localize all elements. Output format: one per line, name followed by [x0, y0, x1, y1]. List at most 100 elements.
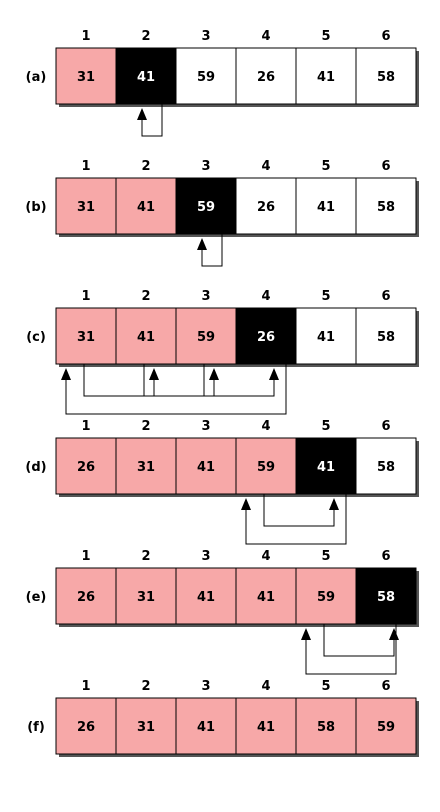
array-cell-unsorted: [355, 47, 417, 105]
index-label: 2: [141, 289, 150, 304]
index-label: 5: [321, 289, 330, 304]
index-label: 1: [81, 549, 90, 564]
arrowhead-icon: [269, 368, 279, 380]
array-cell-value: 59: [377, 720, 395, 735]
index-label: 2: [141, 419, 150, 434]
arrowhead-icon: [389, 628, 399, 640]
array-cell-unsorted: [355, 177, 417, 235]
array-cell-value: 41: [317, 70, 335, 85]
array-cell-value: 26: [77, 720, 95, 735]
array-cell-unsorted: [355, 437, 417, 495]
array-cell-value: 31: [77, 70, 95, 85]
array-cell-sorted: [175, 307, 237, 365]
array-cell-value: 31: [77, 330, 95, 345]
array-cell-value: 26: [77, 590, 95, 605]
index-label: 6: [381, 289, 390, 304]
index-label: 5: [321, 549, 330, 564]
index-label: 2: [141, 549, 150, 564]
step-label: (c): [26, 330, 46, 345]
array-cell-sorted: [355, 697, 417, 755]
index-label: 1: [81, 679, 90, 694]
step-label: (d): [25, 460, 46, 475]
array-cell-sorted: [295, 567, 357, 625]
index-label: 4: [261, 549, 270, 564]
index-label: 3: [201, 29, 210, 44]
index-label: 6: [381, 419, 390, 434]
array-cell-unsorted: [295, 47, 357, 105]
index-label: 3: [201, 419, 210, 434]
index-label: 4: [261, 159, 270, 174]
array-cell-sorted: [55, 437, 117, 495]
array-cell-key: [295, 437, 357, 495]
array-cell-value: 26: [257, 70, 275, 85]
array-cell-sorted: [295, 697, 357, 755]
index-label: 4: [261, 419, 270, 434]
move-arrow: [201, 234, 223, 267]
index-label: 3: [201, 679, 210, 694]
array-cell-sorted: [55, 47, 117, 105]
index-label: 4: [261, 29, 270, 44]
index-label: 3: [201, 549, 210, 564]
array-cell-value: 41: [257, 590, 275, 605]
array-cell-value: 31: [77, 200, 95, 215]
move-arrow: [323, 624, 395, 657]
index-label: 6: [381, 159, 390, 174]
array-cell-value: 41: [197, 590, 215, 605]
arrowhead-icon: [61, 368, 71, 380]
array-cell-key: [175, 177, 237, 235]
index-label: 6: [381, 679, 390, 694]
step-d: (d) 1 2 3 4 5 6 26 31 41 59 41 58: [25, 419, 419, 545]
index-label: 3: [201, 159, 210, 174]
move-arrow: [65, 364, 287, 415]
arrowhead-icon: [137, 108, 147, 120]
array-cell-value: 59: [197, 330, 215, 345]
array-cell-sorted: [175, 567, 237, 625]
move-arrow: [245, 494, 347, 545]
arrowhead-icon: [301, 628, 311, 640]
step-label: (f): [27, 720, 45, 735]
move-arrow: [143, 364, 215, 397]
move-arrow: [83, 364, 155, 397]
array-cell-value: 31: [137, 720, 155, 735]
array-cell-value: 26: [77, 460, 95, 475]
move-arrow: [203, 364, 275, 397]
array-cell-value: 26: [257, 330, 275, 345]
array-cell-value: 26: [257, 200, 275, 215]
arrowhead-icon: [209, 368, 219, 380]
move-arrow: [263, 494, 335, 527]
array-cell-sorted: [235, 437, 297, 495]
array-cell-unsorted: [175, 47, 237, 105]
array-cell-sorted: [175, 437, 237, 495]
array-cell-sorted: [115, 307, 177, 365]
array-cell-value: 58: [377, 460, 395, 475]
array-cell-value: 31: [137, 460, 155, 475]
array-cell-value: 58: [377, 70, 395, 85]
array-cell-unsorted: [295, 307, 357, 365]
arrowhead-icon: [329, 498, 339, 510]
index-label: 5: [321, 419, 330, 434]
array-cell-value: 41: [317, 460, 335, 475]
array-cell-value: 41: [137, 70, 155, 85]
array-cell-value: 31: [137, 590, 155, 605]
array-cell-value: 58: [377, 200, 395, 215]
array-cell-value: 41: [197, 460, 215, 475]
index-label: 6: [381, 29, 390, 44]
index-label: 5: [321, 159, 330, 174]
index-label: 1: [81, 419, 90, 434]
index-label: 1: [81, 29, 90, 44]
array-cell-sorted: [235, 697, 297, 755]
array-cell-key: [115, 47, 177, 105]
array-cell-value: 59: [197, 70, 215, 85]
step-label: (b): [25, 200, 46, 215]
index-label: 1: [81, 289, 90, 304]
array-cell-value: 59: [257, 460, 275, 475]
array-cell-sorted: [55, 567, 117, 625]
array-cell-value: 59: [197, 200, 215, 215]
index-label: 2: [141, 679, 150, 694]
move-arrow: [305, 624, 397, 675]
